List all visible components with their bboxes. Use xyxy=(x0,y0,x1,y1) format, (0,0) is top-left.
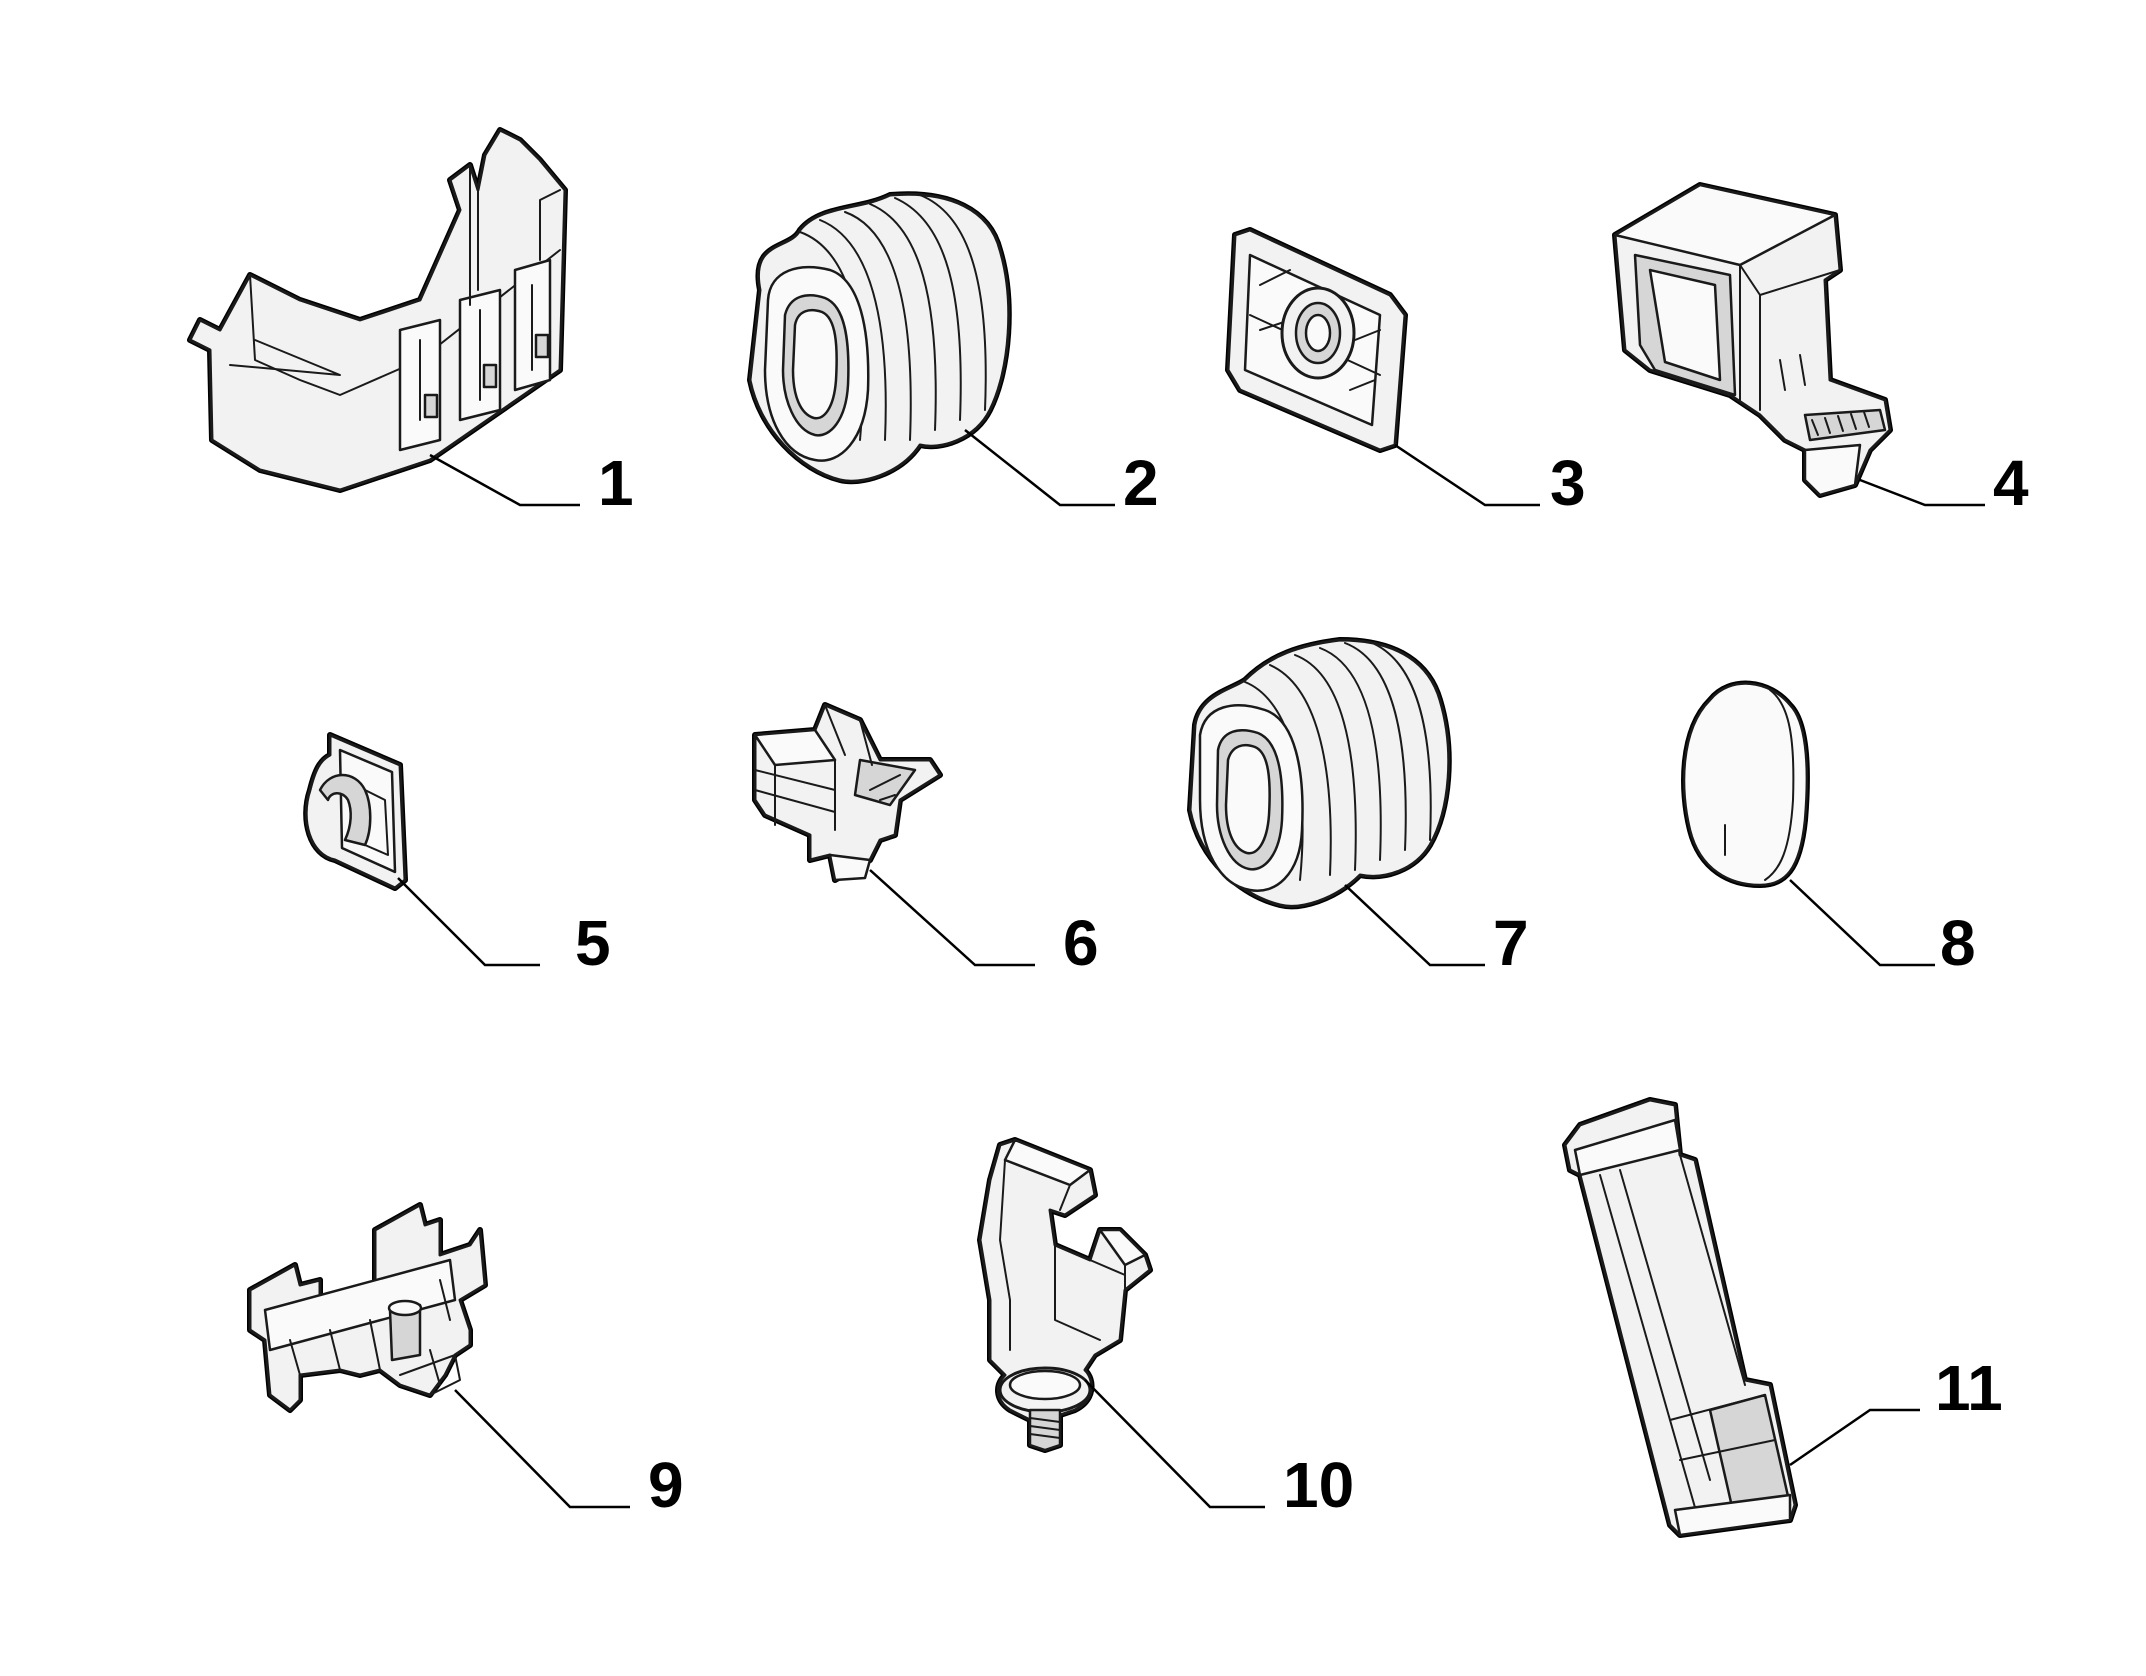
leader-4 xyxy=(1859,478,1985,507)
callout-4: 4 xyxy=(1993,447,2029,519)
part-1-cable-channel xyxy=(187,127,568,493)
leader-2 xyxy=(964,429,1115,507)
part-7-bellows-grommet xyxy=(1187,637,1452,910)
part-4-cover-housing xyxy=(1612,182,1893,498)
leader-8 xyxy=(1789,879,1935,967)
leader-5 xyxy=(397,877,540,967)
callout-7: 7 xyxy=(1493,907,1529,979)
callout-11: 11 xyxy=(1935,1352,2003,1424)
part-8-oval-cap xyxy=(1681,680,1810,888)
leader-9 xyxy=(454,1389,630,1509)
leader-3 xyxy=(1394,443,1540,507)
callout-9: 9 xyxy=(648,1449,684,1521)
part-6-connector-clip xyxy=(752,702,943,883)
callout-3: 3 xyxy=(1550,447,1586,519)
leader-11 xyxy=(1789,1408,1920,1467)
part-5-small-clip xyxy=(303,732,408,891)
callout-5: 5 xyxy=(575,907,611,979)
callout-10: 10 xyxy=(1283,1449,1354,1521)
part-3-mounting-plate xyxy=(1225,227,1408,453)
leader-1 xyxy=(429,453,580,507)
part-10-hose-clip xyxy=(977,1137,1153,1453)
callout-6: 6 xyxy=(1063,907,1099,979)
leader-7 xyxy=(1344,884,1485,967)
part-9-base-bracket xyxy=(247,1202,488,1413)
callout-8: 8 xyxy=(1940,907,1976,979)
callout-2: 2 xyxy=(1123,447,1159,519)
leader-10 xyxy=(1084,1379,1265,1509)
leader-6 xyxy=(869,869,1035,967)
callout-1: 1 xyxy=(598,447,634,519)
part-2-bellows-grommet xyxy=(747,191,1012,485)
part-11-elongated-duct xyxy=(1562,1097,1798,1538)
